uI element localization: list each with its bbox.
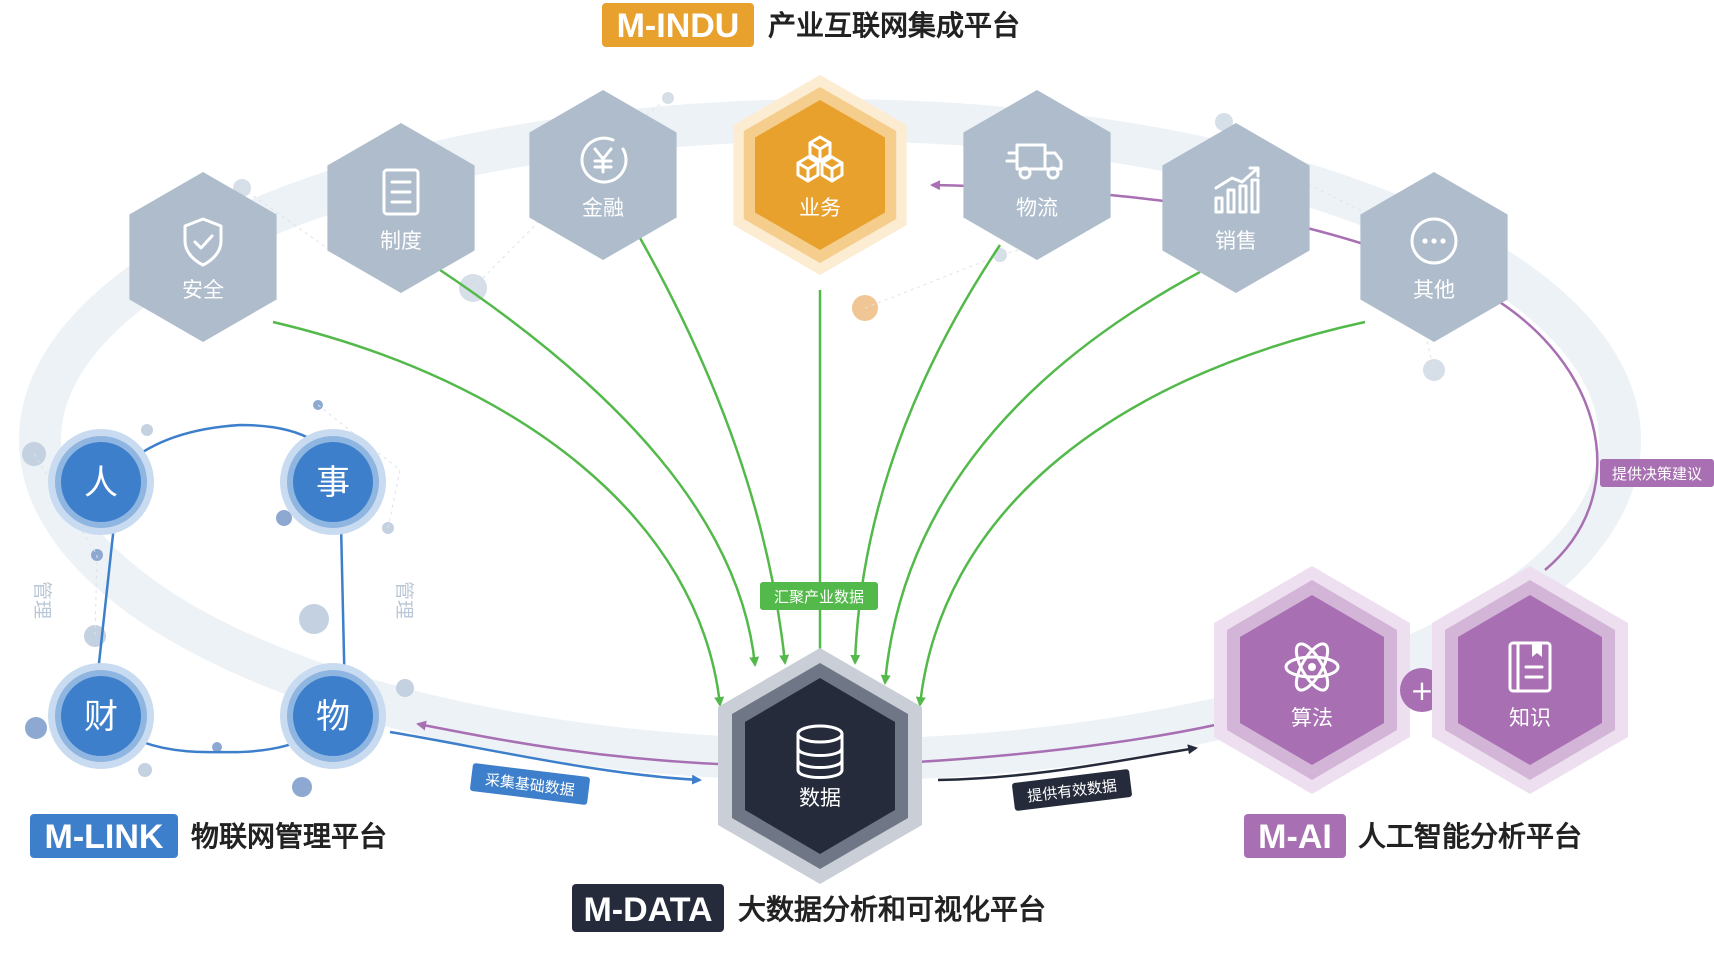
ai-node-knowledge[interactable]: 知识 <box>1432 566 1628 794</box>
ai-node-algorithm-label: 算法 <box>1291 706 1333 730</box>
iot-node-label: 财 <box>84 697 118 737</box>
platform-data-badge: M-DATA <box>583 891 712 929</box>
tag-decision-text: 提供决策建议 <box>1612 465 1702 483</box>
shield-icon <box>183 217 223 267</box>
decorative-dots <box>22 92 1445 797</box>
platform-ai-title: 人工智能分析平台 <box>1358 820 1582 853</box>
industry-node-label: 金融 <box>582 196 624 220</box>
industry-node-label: 其他 <box>1413 278 1455 302</box>
plus-sign: + <box>1410 674 1433 707</box>
industry-node-0[interactable]: 安全 <box>129 172 277 342</box>
industry-node-label: 销售 <box>1215 229 1257 253</box>
industry-node-6[interactable]: 其他 <box>1360 172 1508 342</box>
industry-node-2[interactable]: 金融 <box>529 90 677 260</box>
platform-ai: M-AI 人工智能分析平台 <box>1244 814 1582 858</box>
iot-side-label-left: 管理 <box>31 581 53 619</box>
iot-node-1[interactable]: 事 <box>280 429 386 535</box>
collect-arrow <box>389 730 702 785</box>
platform-indu-badge: M-INDU <box>617 7 740 45</box>
data-node-label: 数据 <box>799 786 841 810</box>
iot-node-3[interactable]: 物 <box>280 663 386 769</box>
atom-icon <box>1284 642 1340 692</box>
provide-data-arrow <box>937 744 1198 782</box>
book-icon <box>382 168 420 216</box>
platform-data-title: 大数据分析和可视化平台 <box>738 893 1046 926</box>
ai-node-knowledge-label: 知识 <box>1509 706 1551 730</box>
platform-link-title: 物联网管理平台 <box>191 820 387 853</box>
gather-arrows <box>272 237 1366 707</box>
industry-node-5[interactable]: 销售 <box>1162 123 1310 293</box>
iot-node-0[interactable]: 人 <box>48 429 154 535</box>
tag-decision: 提供决策建议 <box>1600 459 1714 487</box>
tag-gather: 汇聚产业数据 <box>760 582 878 610</box>
industry-node-label: 制度 <box>380 229 422 253</box>
iot-node-2[interactable]: 财 <box>48 663 154 769</box>
platform-indu: M-INDU 产业互联网集成平台 <box>602 3 1020 47</box>
industry-node-label: 业务 <box>799 196 841 220</box>
truck-icon <box>1005 143 1063 180</box>
iot-side-label-right: 管理 <box>393 581 415 619</box>
industry-node-3[interactable]: 业务 <box>733 75 907 275</box>
industry-node-4[interactable]: 物流 <box>963 90 1111 260</box>
platform-data: M-DATA 大数据分析和可视化平台 <box>572 884 1046 932</box>
platform-ai-badge: M-AI <box>1258 818 1332 856</box>
iot-node-label: 事 <box>316 463 350 503</box>
industry-node-1[interactable]: 制度 <box>327 123 475 293</box>
data-node[interactable]: 数据 <box>718 648 922 884</box>
cubes-icon <box>796 135 844 183</box>
platform-link-badge: M-LINK <box>45 818 164 856</box>
tag-collect: 采集基础数据 <box>470 763 590 805</box>
tag-gather-text: 汇聚产业数据 <box>774 588 864 606</box>
iot-node-label: 人 <box>84 463 118 503</box>
bar-chart-icon <box>1214 166 1260 214</box>
iot-node-label: 物 <box>316 697 350 737</box>
ai-node-algorithm[interactable]: 算法 <box>1214 566 1410 794</box>
platform-indu-title: 产业互联网集成平台 <box>768 9 1020 42</box>
platform-link: M-LINK 物联网管理平台 <box>30 814 387 858</box>
more-icon <box>1410 217 1458 265</box>
database-icon <box>796 724 844 779</box>
notebook-icon <box>1508 641 1552 693</box>
tag-provide-data: 提供有效数据 <box>1012 769 1132 811</box>
industry-node-label: 安全 <box>182 278 224 302</box>
industry-node-label: 物流 <box>1016 196 1058 220</box>
yuan-icon <box>580 136 628 184</box>
